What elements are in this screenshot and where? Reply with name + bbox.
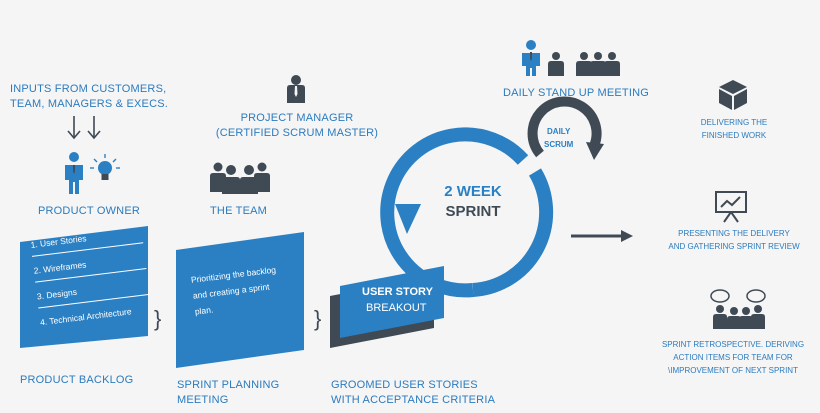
delivering-label: DELIVERING THE FINISHED WORK bbox=[670, 117, 798, 143]
sprint-cycle-right bbox=[472, 168, 554, 297]
backlog-card bbox=[20, 226, 148, 348]
daily-scrum-label: DAILY SCRUM bbox=[544, 126, 573, 152]
delivering-line-1: DELIVERING THE bbox=[700, 118, 768, 127]
project-manager-line-2: (CERTIFIED SCRUM MASTER) bbox=[215, 126, 379, 139]
user-story-card bbox=[340, 266, 444, 338]
retro-line-2: ACTION ITEMS FOR TEAM FOR bbox=[673, 352, 793, 362]
retrospective-label: SPRINT RETROSPECTIVE. DERIVING ACTION IT… bbox=[648, 339, 818, 377]
down-arrows-icon bbox=[67, 116, 101, 140]
retrospective-icon bbox=[710, 289, 766, 329]
presenting-label: PRESENTING THE DELIVERY AND GATHERING SP… bbox=[654, 228, 814, 254]
right-arrow-icon bbox=[571, 230, 633, 242]
daily-scrum-line-1: DAILY bbox=[547, 127, 571, 136]
backlog-brace: } bbox=[154, 306, 162, 331]
standup-leader-icon bbox=[522, 40, 540, 76]
standup-team-icon bbox=[548, 52, 620, 76]
box-icon bbox=[719, 80, 747, 110]
presenting-line-2: AND GATHERING SPRINT REVIEW bbox=[668, 241, 800, 251]
lightbulb-icon bbox=[90, 154, 120, 180]
backlog-label: PRODUCT BACKLOG bbox=[20, 374, 134, 386]
delivering-line-2: FINISHED WORK bbox=[701, 130, 767, 140]
planning-brace: } bbox=[314, 306, 322, 331]
project-manager-icon bbox=[287, 75, 305, 103]
planning-label: SPRINT PLANNING MEETING bbox=[177, 378, 279, 408]
planning-label-1: SPRINT PLANNING bbox=[177, 379, 280, 391]
sprint-line-2: SPRINT bbox=[445, 203, 501, 221]
backlog-items: 1. User Stories 2. Wireframes 3. Designs… bbox=[30, 226, 152, 331]
daily-scrum-line-2: SCRUM bbox=[544, 139, 574, 149]
planning-card bbox=[176, 232, 304, 368]
inputs-line-1: INPUTS FROM CUSTOMERS, bbox=[10, 83, 167, 95]
daily-scrum-circle bbox=[527, 96, 604, 160]
product-owner-icon bbox=[65, 152, 83, 194]
project-manager-line-1: PROJECT MANAGER bbox=[240, 112, 354, 124]
retro-line-1: SPRINT RETROSPECTIVE. DERIVING bbox=[661, 340, 805, 349]
daily-standup-label: DAILY STAND UP MEETING bbox=[503, 87, 650, 99]
team-icon bbox=[210, 162, 270, 194]
inputs-line-2: TEAM, MANAGERS & EXECS. bbox=[10, 97, 169, 110]
sprint-line-1: 2 WEEK bbox=[444, 183, 502, 200]
retro-line-3: \IMPROVEMENT OF NEXT SPRINT bbox=[668, 365, 798, 375]
project-manager-label: PROJECT MANAGER (CERTIFIED SCRUM MASTER) bbox=[212, 111, 382, 141]
presentation-icon bbox=[715, 191, 747, 223]
user-story-label: GROOMED USER STORIES WITH ACCEPTANCE CRI… bbox=[331, 378, 495, 408]
inputs-label: INPUTS FROM CUSTOMERS, TEAM, MANAGERS & … bbox=[10, 82, 168, 112]
user-story-subtitle: BREAKOUT bbox=[366, 302, 427, 314]
team-label: THE TEAM bbox=[210, 205, 268, 217]
user-story-label-1: GROOMED USER STORIES bbox=[331, 379, 478, 391]
planning-label-2: MEETING bbox=[177, 393, 229, 406]
sprint-label: 2 WEEK SPRINT bbox=[428, 182, 518, 223]
presenting-line-1: PRESENTING THE DELIVERY bbox=[678, 229, 790, 238]
product-owner-label: PRODUCT OWNER bbox=[38, 205, 141, 217]
user-story-title: USER STORY bbox=[362, 286, 433, 298]
user-story-label-2: WITH ACCEPTANCE CRITERIA bbox=[331, 393, 496, 406]
